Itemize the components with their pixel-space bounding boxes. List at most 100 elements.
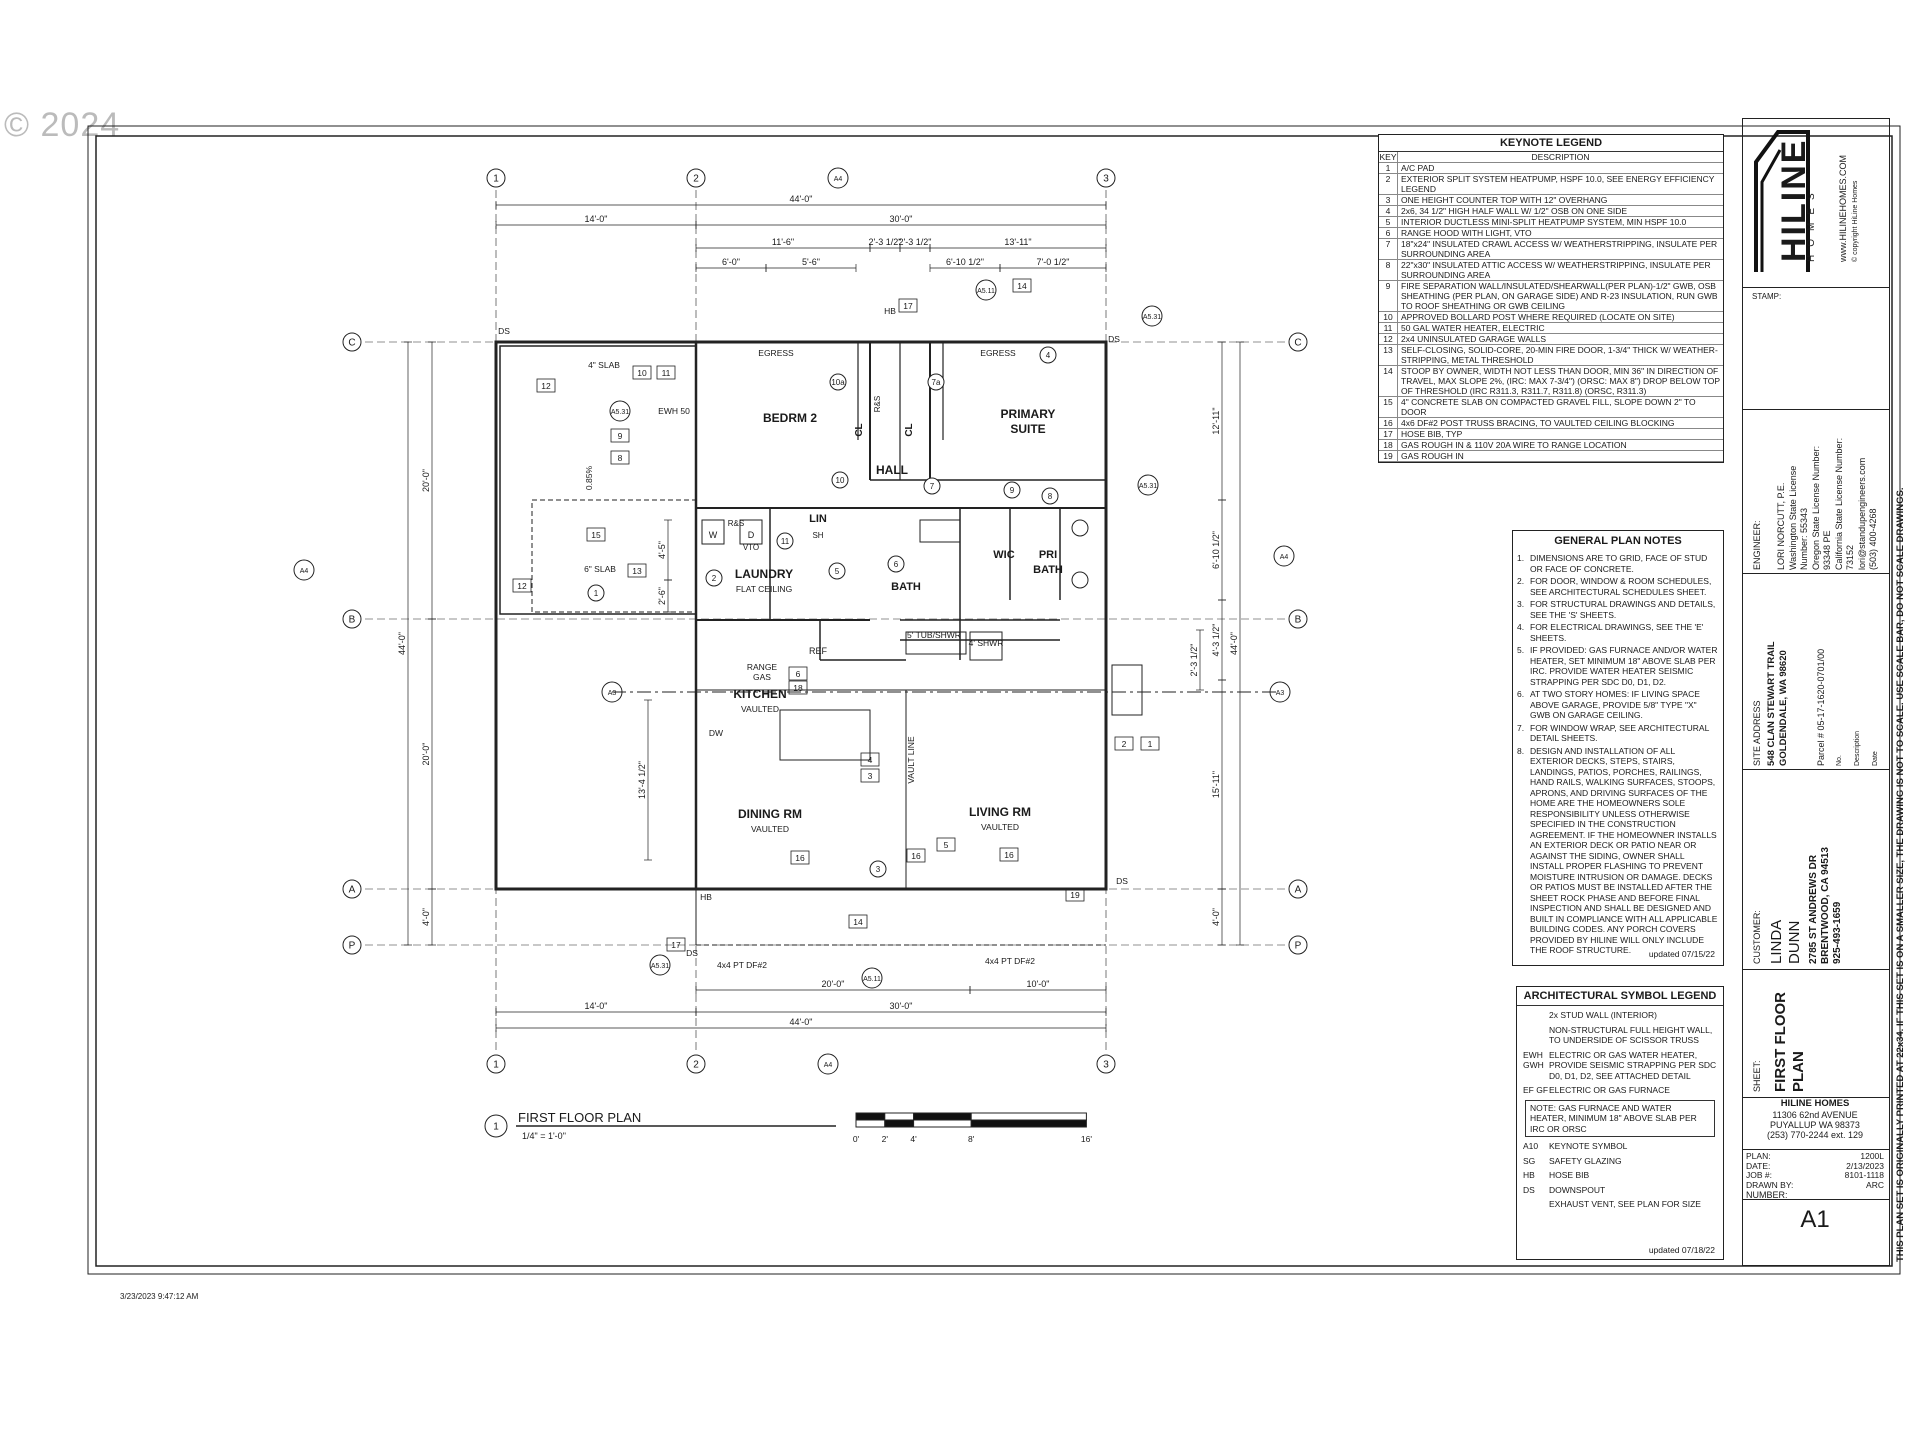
symbol-text: HOSE BIB: [1549, 1170, 1590, 1180]
keynote-key: 1: [1379, 163, 1398, 173]
section-marker: [609, 400, 631, 422]
symbol-glyph: DS: [1523, 1184, 1535, 1195]
closet-label: CL: [854, 423, 865, 436]
room-label: SUITE: [1010, 422, 1045, 436]
grid-bubble-label: 2: [693, 174, 699, 185]
general-note: 6.AT TWO STORY HOMES: IF LIVING SPACE AB…: [1517, 689, 1719, 721]
scale-bar-tick: 2': [882, 1134, 889, 1144]
plot-timestamp: 3/23/2023 9:47:12 AM: [120, 1292, 199, 1301]
rod-shelf-label: R&S: [873, 396, 882, 412]
text-line: No.: [1836, 755, 1843, 766]
text-line: (503) 400-4268: [1868, 508, 1878, 570]
keynote-description: APPROVED BOLLARD POST WHERE REQUIRED (LO…: [1401, 312, 1675, 322]
keynote-tag: [536, 378, 556, 393]
text-line: BRENTWOOD, CA 94513: [1820, 847, 1831, 964]
general-note: 8.DESIGN AND INSTALLATION OF ALL EXTERIO…: [1517, 746, 1719, 956]
keynote-tag-label: 4: [868, 755, 873, 765]
keynote-description: ONE HEIGHT COUNTER TOP WITH 12" OVERHANG: [1401, 195, 1608, 205]
keynote-key: 3: [1379, 195, 1398, 205]
keynote-description: GAS ROUGH IN: [1401, 451, 1464, 461]
general-note-text: IF PROVIDED: GAS FURNACE AND/OR WATER HE…: [1530, 645, 1718, 687]
keynote-tag-label: 3: [868, 771, 873, 781]
keynote-description: GAS ROUGH IN & 110V 20A WIRE TO RANGE LO…: [1401, 440, 1627, 450]
washer: [701, 519, 725, 545]
dimension-label: 15'-11": [1211, 771, 1221, 798]
customer-label: CUSTOMER:: [1752, 910, 1762, 964]
ac-pad: [1111, 664, 1143, 716]
grid-bubble-label: C: [348, 338, 355, 349]
keynote-description: SELF-CLOSING, SOLID-CORE, 20-MIN FIRE DO…: [1401, 345, 1718, 365]
keynote-description: 2x6, 34 1/2" HIGH HALF WALL W/ 1/2" OSB …: [1401, 206, 1628, 216]
architectural-symbol-legend: ARCHITECTURAL SYMBOL LEGEND 2x STUD WALL…: [1516, 986, 1724, 1260]
text-line: 548 CLAN STEWART TRAIL: [1766, 641, 1777, 766]
symbol-glyph: [1523, 1199, 1549, 1210]
section-marker: [827, 167, 849, 189]
egress-label: EGRESS: [758, 348, 794, 358]
sheet-label: SHEET:: [1752, 1060, 1762, 1092]
text-line: LINDA: [1768, 919, 1785, 964]
text-line: 2785 ST ANDREWS DR: [1808, 854, 1819, 964]
sheet-ref-label: A5.31: [651, 963, 669, 970]
dimension-label: 4'-3 1/2": [1211, 624, 1221, 657]
scale-bar-segment: [970, 1119, 1087, 1128]
keynote-tag-label: 13: [632, 566, 642, 576]
symbol-glyph: EF GF: [1523, 1085, 1549, 1095]
grid-bubble-label: B: [349, 615, 356, 626]
keynote-key: 14: [1379, 366, 1398, 396]
sheet-number: A1: [1800, 1206, 1830, 1233]
grid-bubble-label: C: [1294, 338, 1301, 349]
grid-bubble: [342, 609, 362, 629]
door-tag: [776, 532, 794, 550]
dishwasher-label: DW: [709, 728, 723, 738]
general-note-number: 4.: [1517, 622, 1525, 632]
rod-shelf-label: R&S: [728, 519, 744, 528]
grid-bubble: [486, 1054, 506, 1074]
keynote-legend-title: KEYNOTE LEGEND: [1379, 135, 1723, 152]
keynote-key: 12: [1379, 334, 1398, 344]
dimension-label: 2'-3 1/2": [1189, 644, 1199, 677]
door-tag-label: 10a: [831, 378, 845, 387]
dimension-label: 44'-0": [790, 194, 813, 204]
keynote-description: 2x4 UNINSULATED GARAGE WALLS: [1401, 334, 1547, 344]
scale-bar-segment: [913, 1119, 972, 1128]
general-note-text: FOR ELECTRICAL DRAWINGS, SEE THE 'E' SHE…: [1530, 622, 1704, 643]
section-marker: [1141, 305, 1163, 327]
general-notes-list: 1.DIMENSIONS ARE TO GRID, FACE OF STUD O…: [1513, 553, 1723, 956]
company-line: 11306 62nd AVENUE: [1772, 1110, 1858, 1120]
scale-bar-segment: [970, 1112, 1087, 1121]
grid-bubble-label: 3: [1103, 174, 1109, 185]
room-label: DINING RM: [738, 807, 802, 821]
dimension-label: 6'-10 1/2": [946, 257, 984, 267]
keynote-tag-label: 8: [618, 453, 623, 463]
grid-bubble-label: 2: [693, 1060, 699, 1071]
dimension-label: 2'-3 1/2": [899, 237, 932, 247]
text-line: Number: 55343: [1799, 507, 1809, 570]
keynote-key: 19: [1379, 451, 1398, 461]
kitchen-island: [779, 709, 871, 761]
meta-row: DRAWN BY:ARC: [1746, 1179, 1884, 1191]
grid-bubble: [342, 879, 362, 899]
room-label: LAUNDRY: [735, 567, 793, 581]
grid-bubble: [1288, 332, 1308, 352]
keynote-tag-label: 16: [795, 853, 805, 863]
sheet-border-outer: [87, 125, 1901, 1275]
symbol-text: ELECTRIC OR GAS FURNACE: [1549, 1085, 1670, 1095]
dimension-label: 20'-0": [421, 743, 431, 766]
keynote-key: 17: [1379, 429, 1398, 439]
meta-key: DRAWN BY:: [1746, 1179, 1794, 1190]
grid-bubble: [342, 332, 362, 352]
door-tag: [1039, 346, 1057, 364]
symbol-text: ELECTRIC OR GAS WATER HEATER, PROVIDE SE…: [1549, 1049, 1717, 1081]
keynote-description: 50 GAL WATER HEATER, ELECTRIC: [1401, 323, 1545, 333]
scale-bar-segment: [913, 1112, 972, 1121]
dimension-label: 11'-6": [772, 237, 794, 247]
